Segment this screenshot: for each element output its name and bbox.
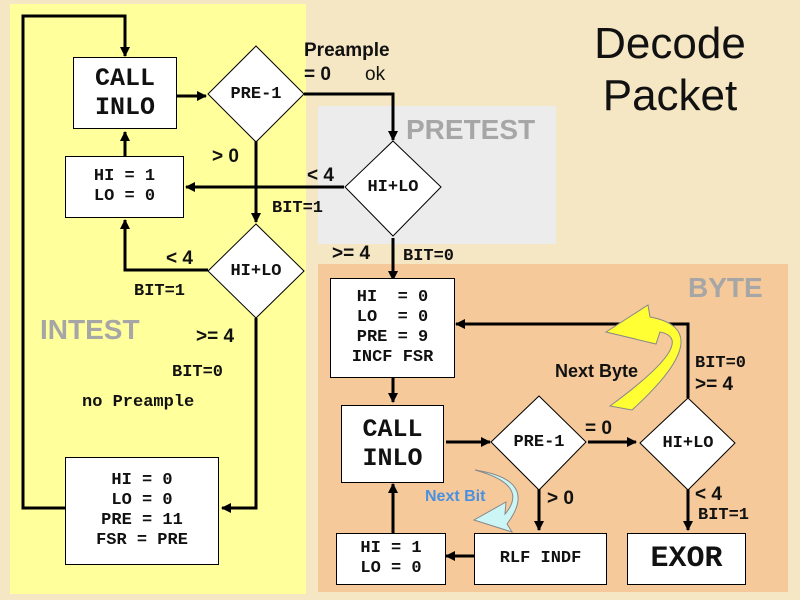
label-ge4-byte: >= 4 [695, 374, 734, 395]
label-bit1-byte: BIT=1 [698, 506, 750, 525]
init-box-intest: HI = 0 LO = 0 PRE = 11 FSR = PRE [65, 457, 219, 565]
decision-pre1-a-text: PRE-1 [230, 84, 282, 104]
rlf-indf-box: RLF INDF [474, 533, 607, 585]
decision-pre1-b-text: PRE-1 [513, 432, 565, 452]
hi1-lo0-box-byte: HI = 1 LO = 0 [336, 533, 446, 585]
next-byte-curved-arrow [604, 304, 682, 411]
byte-init-box: HI = 0 LO = 0 PRE = 9 INCF FSR [330, 278, 455, 378]
label-ok: ok [365, 64, 386, 85]
title-line-1: Decode [594, 19, 746, 68]
decision-hilo-intest-text: HI+LO [230, 261, 282, 281]
label-ge4-pretest: >= 4 [332, 243, 371, 264]
decision-hilo-byte-text: HI+LO [662, 433, 714, 453]
label-lt4-intest: < 4 [166, 248, 193, 269]
arrow-intest-ge4 [221, 318, 258, 513]
intest-region-label: INTEST [40, 314, 140, 345]
label-bit1-intest: BIT=1 [134, 282, 186, 301]
label-bit1-pretest: BIT=1 [272, 199, 324, 218]
label-no-preample: no Preample [82, 393, 195, 412]
label-eq0-b: = 0 [585, 418, 612, 439]
decision-hilo-byte [639, 397, 736, 491]
next-bit-curved-arrow [472, 469, 519, 533]
title-line-2: Packet [602, 71, 738, 120]
arrow-intest-lt4 [120, 219, 208, 272]
decision-hilo-intest [207, 223, 305, 319]
label-next-bit: Next Bit [425, 488, 486, 505]
byte-region-label: BYTE [688, 272, 763, 303]
loop-arrow-to-call-inlo [21, 14, 130, 510]
label-eq0-a: = 0 [304, 64, 331, 85]
decision-pre1-a [207, 45, 305, 143]
decision-pre1-b [490, 395, 587, 491]
decision-hilo-pretest [344, 140, 442, 237]
decision-hilo-pretest-text: HI+LO [367, 177, 419, 197]
arrow-hilo-ge4-loop [455, 319, 690, 398]
label-ge4-intest: >= 4 [196, 326, 235, 347]
label-bit0-byte: BIT=0 [695, 354, 747, 373]
pretest-region-label: PRETEST [406, 114, 536, 145]
page-title: Decode Packet [540, 18, 800, 122]
label-lt4-pretest: < 4 [307, 165, 334, 186]
arrow-pre1-to-pretest [304, 92, 398, 141]
label-gt0-a: > 0 [212, 146, 239, 167]
exor-box: EXOR [627, 533, 746, 585]
call-inlo-box-byte: CALL INLO [341, 405, 444, 483]
label-gt0-b: > 0 [547, 488, 574, 509]
label-next-byte: Next Byte [555, 361, 639, 381]
call-inlo-box-intest: CALL INLO [73, 57, 177, 129]
hi1-lo0-box-intest: HI = 1 LO = 0 [65, 156, 184, 218]
label-preample: Preample [304, 40, 390, 61]
label-bit0-intest: BIT=0 [172, 363, 224, 382]
label-lt4-byte: < 4 [695, 484, 722, 505]
label-bit0-pretest: BIT=0 [403, 247, 455, 266]
